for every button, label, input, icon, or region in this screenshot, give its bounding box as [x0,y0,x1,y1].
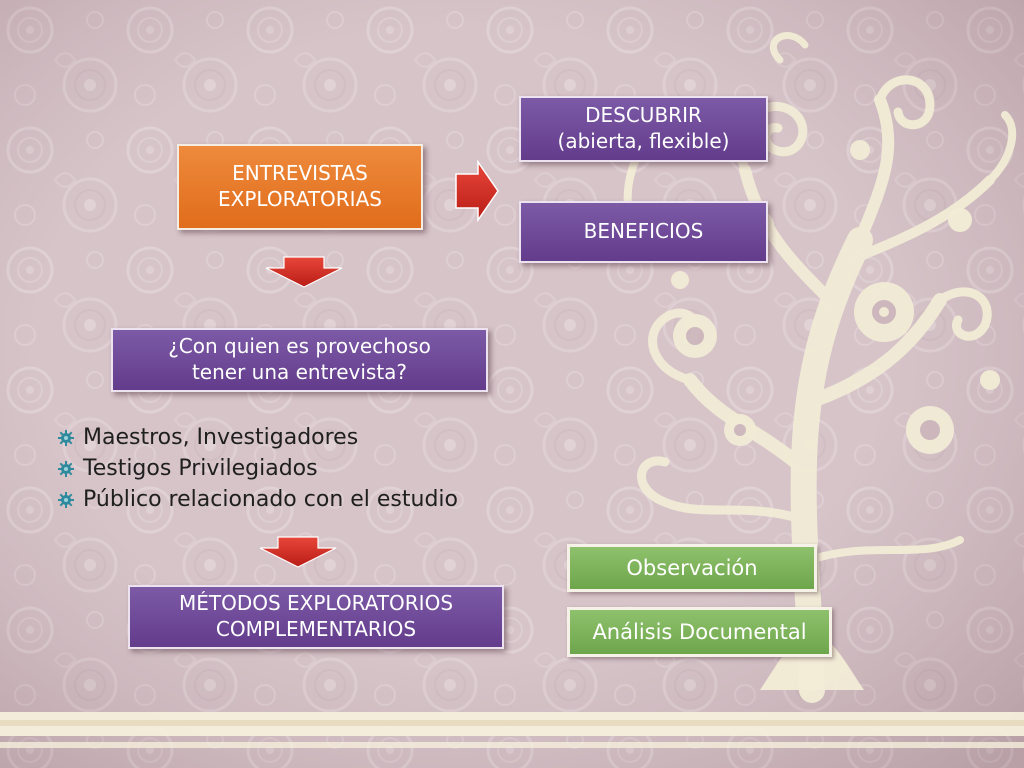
question-line1: ¿Con quien es provechoso [168,334,431,359]
methods-line1: MÉTODOS EXPLORATORIOS [178,591,454,616]
question-line2: tener una entrevista? [191,360,408,384]
discover-line2: (abierta, flexible) [557,129,730,153]
footer-band [0,712,1024,748]
observation-label: Observación [626,555,758,580]
list-item: Maestros, Investigadores [58,422,458,453]
bullet-text: Público relacionado con el estudio [83,487,458,512]
red-block-arrow-down-icon [259,536,337,568]
list-item: Público relacionado con el estudio [58,484,458,515]
document-analysis-box: Análisis Documental [567,607,832,657]
document-analysis-label: Análisis Documental [592,619,807,644]
bullet-text: Testigos Privilegiados [83,456,318,481]
gear-bullet-icon [58,429,74,446]
interviews-line1: ENTREVISTAS [232,161,368,186]
bullet-text: Maestros, Investigadores [83,425,359,450]
interviews-box: ENTREVISTAS EXPLORATORIAS [177,144,423,230]
tree-flowers [671,140,1000,454]
question-box: ¿Con quien es provechoso tener una entre… [111,328,488,392]
list-item: Testigos Privilegiados [58,453,458,484]
methods-box: MÉTODOS EXPLORATORIOS COMPLEMENTARIOS [128,585,504,649]
gear-bullet-icon [58,460,74,477]
red-block-arrow-down-icon [265,256,343,288]
observation-box: Observación [567,544,817,592]
red-block-arrow-right-icon [455,160,499,222]
benefits-label: BENEFICIOS [583,219,704,244]
gear-bullet-icon [58,491,74,508]
tree-base [760,630,864,690]
discover-line1: DESCUBRIR [585,103,702,128]
interviews-line2: EXPLORATORIAS [218,187,382,211]
benefits-box: BENEFICIOS [519,201,768,263]
methods-line2: COMPLEMENTARIOS [215,617,417,641]
participants-list: Maestros, Investigadores Testigos Privil… [58,422,458,515]
discover-box: DESCUBRIR (abierta, flexible) [519,96,768,162]
